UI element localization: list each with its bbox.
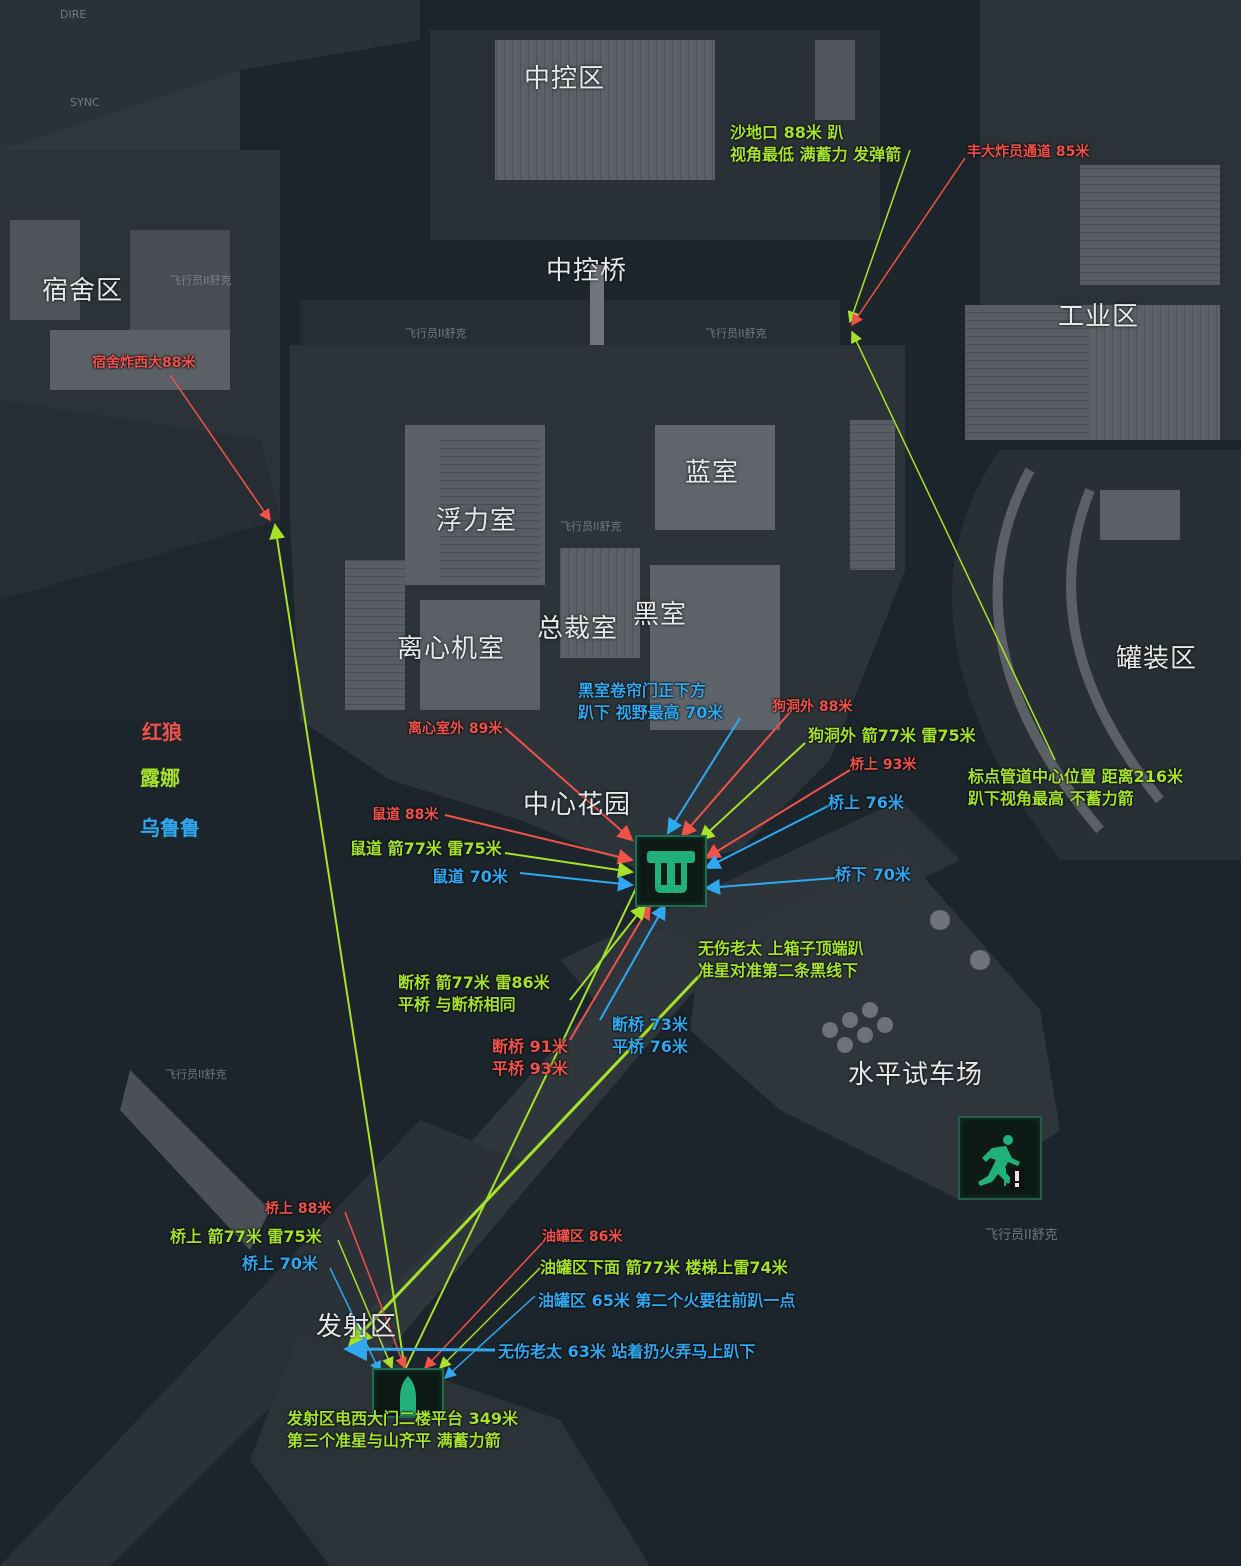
- arrow-rat-blue: [519, 872, 634, 892]
- annotation-launch-bridge-green: 桥上 箭77米 雷75米: [170, 1227, 322, 1246]
- annotation-bridge-up-blue: 桥上 76米: [828, 793, 904, 812]
- faint-pilot-label: 飞行员II舒克: [165, 1068, 227, 1081]
- annotation-broken-bridge-blue: 断桥 73米 平桥 76米: [612, 1015, 688, 1056]
- zone-central-garden: 中心花园: [523, 790, 632, 820]
- annotation-oil-tank-green: 油罐区下面 箭77米 楼梯上雷74米: [540, 1258, 788, 1277]
- arrow-pipe-center: [851, 330, 1056, 761]
- arrow-rat-red: [444, 814, 634, 865]
- faint-label-top: DIRE: [60, 8, 87, 21]
- arrow-centrifuge-out: [504, 727, 634, 842]
- annotation-rat-blue: 鼠道 70米: [432, 867, 508, 886]
- arrow-broken-bridge-blue: [599, 903, 666, 1021]
- arrow-pilot-passage: [851, 157, 966, 327]
- annotation-centrifuge-out: 离心室外 89米: [408, 721, 503, 737]
- arrow-bridge-up-red: [704, 769, 851, 860]
- annotation-under-bridge: 桥下 70米: [835, 865, 911, 884]
- zone-horizontal-test-track: 水平试车场: [848, 1060, 984, 1090]
- annotation-broken-bridge-green: 断桥 箭77米 雷86米 平桥 与断桥相同: [398, 973, 550, 1014]
- zone-launch-area: 发射区: [316, 1312, 398, 1342]
- arrow-dog-hole-green: [698, 742, 806, 842]
- zone-black-room: 黑室: [633, 600, 688, 630]
- zone-central-bridge: 中控桥: [546, 256, 628, 286]
- arrow-launch-bridge-red: [344, 1211, 407, 1370]
- zone-tank-area: 罐装区: [1116, 644, 1198, 674]
- annotation-dog-hole-red: 狗洞外 88米: [772, 699, 853, 715]
- zone-buoyancy-room: 浮力室: [436, 506, 518, 536]
- arrow-bridge-up-blue: [704, 804, 831, 869]
- zone-dormitory: 宿舍区: [42, 276, 124, 306]
- arrow-rat-green: [504, 852, 634, 878]
- arrow-launch-to-dorm: [269, 523, 406, 1371]
- annotation-old-lady-blue: 无伤老太 63米 站着扔火弄马上趴下: [498, 1342, 756, 1361]
- arrow-under-bridge: [704, 877, 836, 895]
- zone-centrifuge-room: 离心机室: [397, 634, 506, 664]
- faint-pilot-label: 飞行员II舒克: [405, 327, 467, 340]
- annotation-launch-bridge-red: 桥上 88米: [265, 1201, 332, 1217]
- launch-target-marker[interactable]: [372, 1368, 444, 1418]
- rocket-icon: [400, 1376, 416, 1416]
- arrow-sand-pit: [847, 149, 911, 324]
- zone-industrial: 工业区: [1058, 302, 1140, 332]
- annotation-dorm-blast: 宿舍炸西大88米: [92, 355, 196, 371]
- faint-label-sync: SYNC: [70, 96, 100, 109]
- arrow-launch-bridge-green: [337, 1239, 394, 1370]
- arrow-launch-bridge-blue: [329, 1267, 381, 1374]
- annotation-oil-tank-red: 油罐区 86米: [542, 1229, 623, 1245]
- faint-pilot-label: 飞行员II舒克: [705, 327, 767, 340]
- annotation-bridge-up-red: 桥上 93米: [850, 757, 917, 773]
- arrow-dog-hole-red: [680, 711, 791, 838]
- garden-target-marker[interactable]: [635, 835, 707, 907]
- arrow-oil-tank-blue: [443, 1295, 536, 1380]
- annotation-launch-gate: 发射区电西大门二楼平台 349米 第三个准星与山齐平 满蓄力箭: [287, 1409, 518, 1450]
- zone-central-control: 中控区: [524, 64, 606, 94]
- faint-pilot-label: 飞行员II舒克: [560, 520, 622, 533]
- test-track-marker-label: 飞行员II舒克: [985, 1228, 1058, 1243]
- legend-red-wolf: 红狼: [142, 720, 182, 744]
- annotation-launch-bridge-blue: 桥上 70米: [242, 1254, 318, 1273]
- annotation-dog-hole-green: 狗洞外 箭77米 雷75米: [808, 726, 976, 745]
- arrow-oil-tank-red: [423, 1239, 546, 1370]
- legend-luna: 露娜: [140, 766, 180, 790]
- annotation-black-room-door: 黑室卷帘门正下方 趴下 视野最高 70米: [578, 681, 724, 722]
- annotation-sand-pit: 沙地口 88米 趴 视角最低 满蓄力 发弹箭: [730, 123, 902, 164]
- annotation-rat-green: 鼠道 箭77米 雷75米: [350, 839, 502, 858]
- annotation-rat-red: 鼠道 88米: [372, 807, 439, 823]
- arrow-old-lady-blue: [343, 1337, 496, 1362]
- zone-blue-room: 蓝室: [685, 458, 740, 488]
- arrow-old-lady-box: [347, 973, 702, 1348]
- arrow-broken-bridge-red: [569, 903, 652, 1041]
- annotation-broken-bridge-red: 断桥 91米 平桥 93米: [492, 1037, 568, 1078]
- test-track-marker[interactable]: [958, 1116, 1042, 1200]
- annotation-pipe-center: 标点管道中心位置 距离216米 趴下视角最高 不蓄力箭: [968, 767, 1183, 808]
- faint-pilot-label: 飞行员II舒克: [170, 274, 232, 287]
- annotation-oil-tank-blue: 油罐区 65米 第二个火要往前趴一点: [538, 1291, 796, 1310]
- deployable-station-icon: [647, 851, 695, 893]
- running-man-alert-icon: [978, 1135, 1024, 1190]
- arrow-broken-bridge-green: [569, 903, 647, 1001]
- arrow-oil-tank-green: [438, 1267, 541, 1370]
- zone-ceo-room: 总裁室: [537, 614, 619, 644]
- legend-ulu: 乌鲁鲁: [140, 816, 200, 840]
- arrow-black-room-door: [666, 717, 741, 835]
- annotation-old-lady-box: 无伤老太 上箱子顶端趴 准星对准第二条黑线下: [698, 939, 864, 980]
- arrow-dorm-blast: [169, 374, 271, 522]
- annotation-pilot-passage: 丰大炸员通道 85米: [967, 144, 1090, 160]
